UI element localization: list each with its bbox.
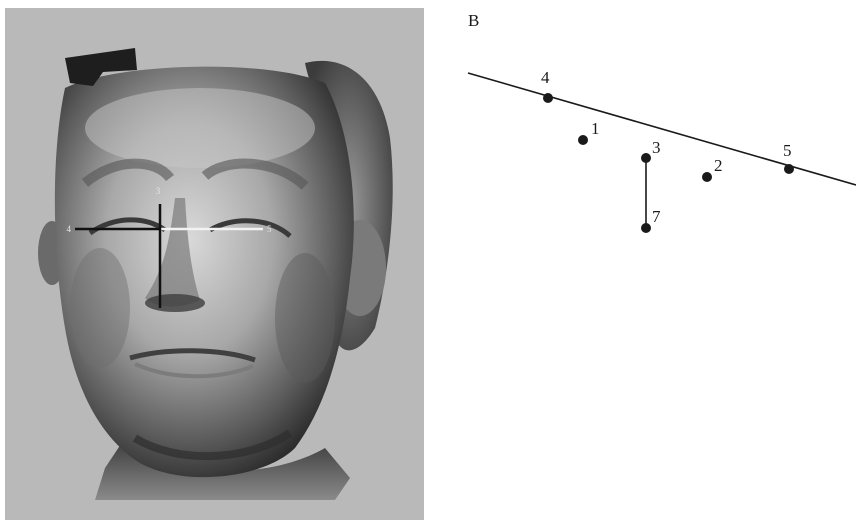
landmark-point-3 <box>641 153 651 163</box>
landmark-label-1: 1 <box>591 119 600 138</box>
overlay-label-3: 3 <box>156 186 161 196</box>
landmark-label-4: 4 <box>541 68 550 87</box>
landmark-point-7 <box>641 223 651 233</box>
landmark-label-7: 7 <box>652 207 661 226</box>
landmark-point-5 <box>784 164 794 174</box>
overlay-label-5: 5 <box>267 224 272 234</box>
landmark-point-4 <box>543 93 553 103</box>
landmark-point-2 <box>702 172 712 182</box>
face-scan-image: 3 4 5 <box>5 8 424 520</box>
landmark-point-1 <box>578 135 588 145</box>
landmark-label-3: 3 <box>652 138 661 157</box>
reference-line-4-5 <box>468 73 856 185</box>
overlay-label-4: 4 <box>67 224 72 234</box>
landmark-schematic: 4 1 3 2 5 7 <box>440 0 856 520</box>
landmark-label-5: 5 <box>783 141 792 160</box>
landmark-label-2: 2 <box>714 156 723 175</box>
